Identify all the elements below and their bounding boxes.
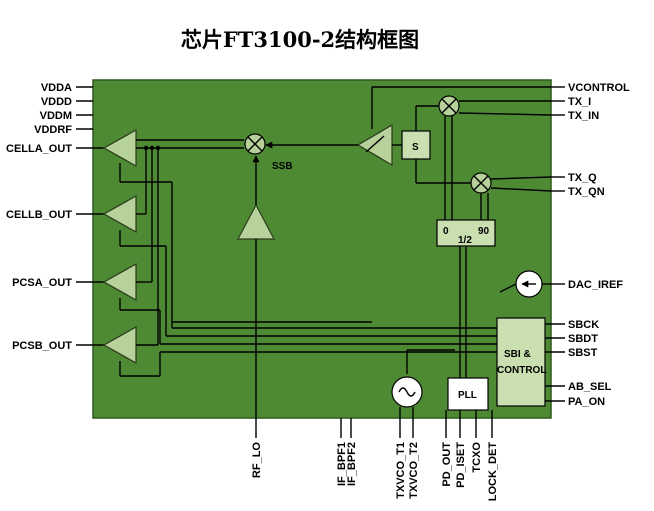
junction-dot bbox=[149, 145, 155, 151]
pin-label-if-bpf1: IF_BPF1 bbox=[336, 442, 348, 486]
control-lines bbox=[119, 163, 497, 377]
pin-label-vcontrol: VCONTROL bbox=[568, 82, 630, 94]
pin-label-vdda: VDDA bbox=[41, 82, 72, 94]
pin-label-dac-iref: DAC_IREF bbox=[568, 279, 623, 291]
iq-wiring bbox=[372, 86, 552, 220]
pin-label-sbck: SBCK bbox=[568, 319, 599, 331]
pll-label: PLL bbox=[458, 390, 477, 401]
pin-label-pcsb-out: PCSB_OUT bbox=[12, 340, 72, 352]
pin-label-sbdt: SBDT bbox=[568, 333, 598, 345]
pin-label-lock-det: LOCK_DET bbox=[487, 442, 499, 502]
phase-half-label: 1/2 bbox=[458, 235, 472, 246]
pin-label-sbst: SBST bbox=[568, 347, 598, 359]
phase-90-label: 90 bbox=[478, 226, 490, 237]
ssb-label: SSB bbox=[272, 161, 293, 172]
switch-label: S bbox=[412, 142, 419, 153]
rf-bus bbox=[136, 139, 244, 346]
sbi-label-line2: CONTROL bbox=[497, 365, 546, 376]
pll-wiring bbox=[406, 246, 467, 378]
sbi-label-line1: SBI & bbox=[504, 349, 531, 360]
junction-dot bbox=[143, 145, 149, 151]
pin-label-cella-out: CELLA_OUT bbox=[6, 143, 72, 155]
pin-label-pd-out: PD_OUT bbox=[441, 442, 453, 487]
pin-label-if-bpf2: IF_BPF2 bbox=[346, 442, 358, 486]
bottom-pin-lines bbox=[340, 407, 493, 438]
junction-dot bbox=[155, 145, 161, 151]
pin-label-pa-on: PA_ON bbox=[568, 396, 605, 408]
sbi-control-block bbox=[496, 317, 546, 407]
pll-block bbox=[447, 377, 489, 411]
left-pin-lines bbox=[76, 86, 104, 346]
pin-label-pd-iset: PD_ISET bbox=[455, 442, 467, 488]
sine-wave-icon bbox=[398, 387, 416, 397]
pin-label-rf-lo: RF_LO bbox=[251, 442, 263, 479]
phase-0-label: 0 bbox=[443, 226, 449, 237]
pin-label-ab-sel: AB_SEL bbox=[568, 381, 612, 393]
right-pin-lines bbox=[545, 86, 565, 402]
pin-label-tx-in: TX_IN bbox=[568, 110, 599, 122]
chip-die bbox=[92, 79, 552, 419]
pin-label-tx-qn: TX_QN bbox=[568, 186, 605, 198]
pin-label-vddm: VDDM bbox=[40, 110, 72, 122]
pin-label-vddd: VDDD bbox=[41, 96, 72, 108]
pin-label-txvco-t1: TXVCO_T1 bbox=[395, 442, 407, 499]
pin-label-txvco-t2: TXVCO_T2 bbox=[408, 442, 420, 499]
ssb-mixer-cross bbox=[247, 136, 263, 152]
pin-label-tx-q: TX_Q bbox=[568, 172, 597, 184]
pin-label-vddrf: VDDRF bbox=[34, 124, 72, 136]
pin-label-cellb-out: CELLB_OUT bbox=[6, 209, 72, 221]
q-mixer-cross bbox=[473, 175, 489, 191]
page-title: 芯片FT3100-2结构框图 bbox=[180, 27, 420, 52]
pin-label-pcsa-out: PCSA_OUT bbox=[12, 277, 72, 289]
pin-label-tcxo: TCXO bbox=[471, 442, 483, 473]
i-mixer-cross bbox=[441, 98, 457, 114]
pin-label-tx-i: TX_I bbox=[568, 96, 591, 108]
